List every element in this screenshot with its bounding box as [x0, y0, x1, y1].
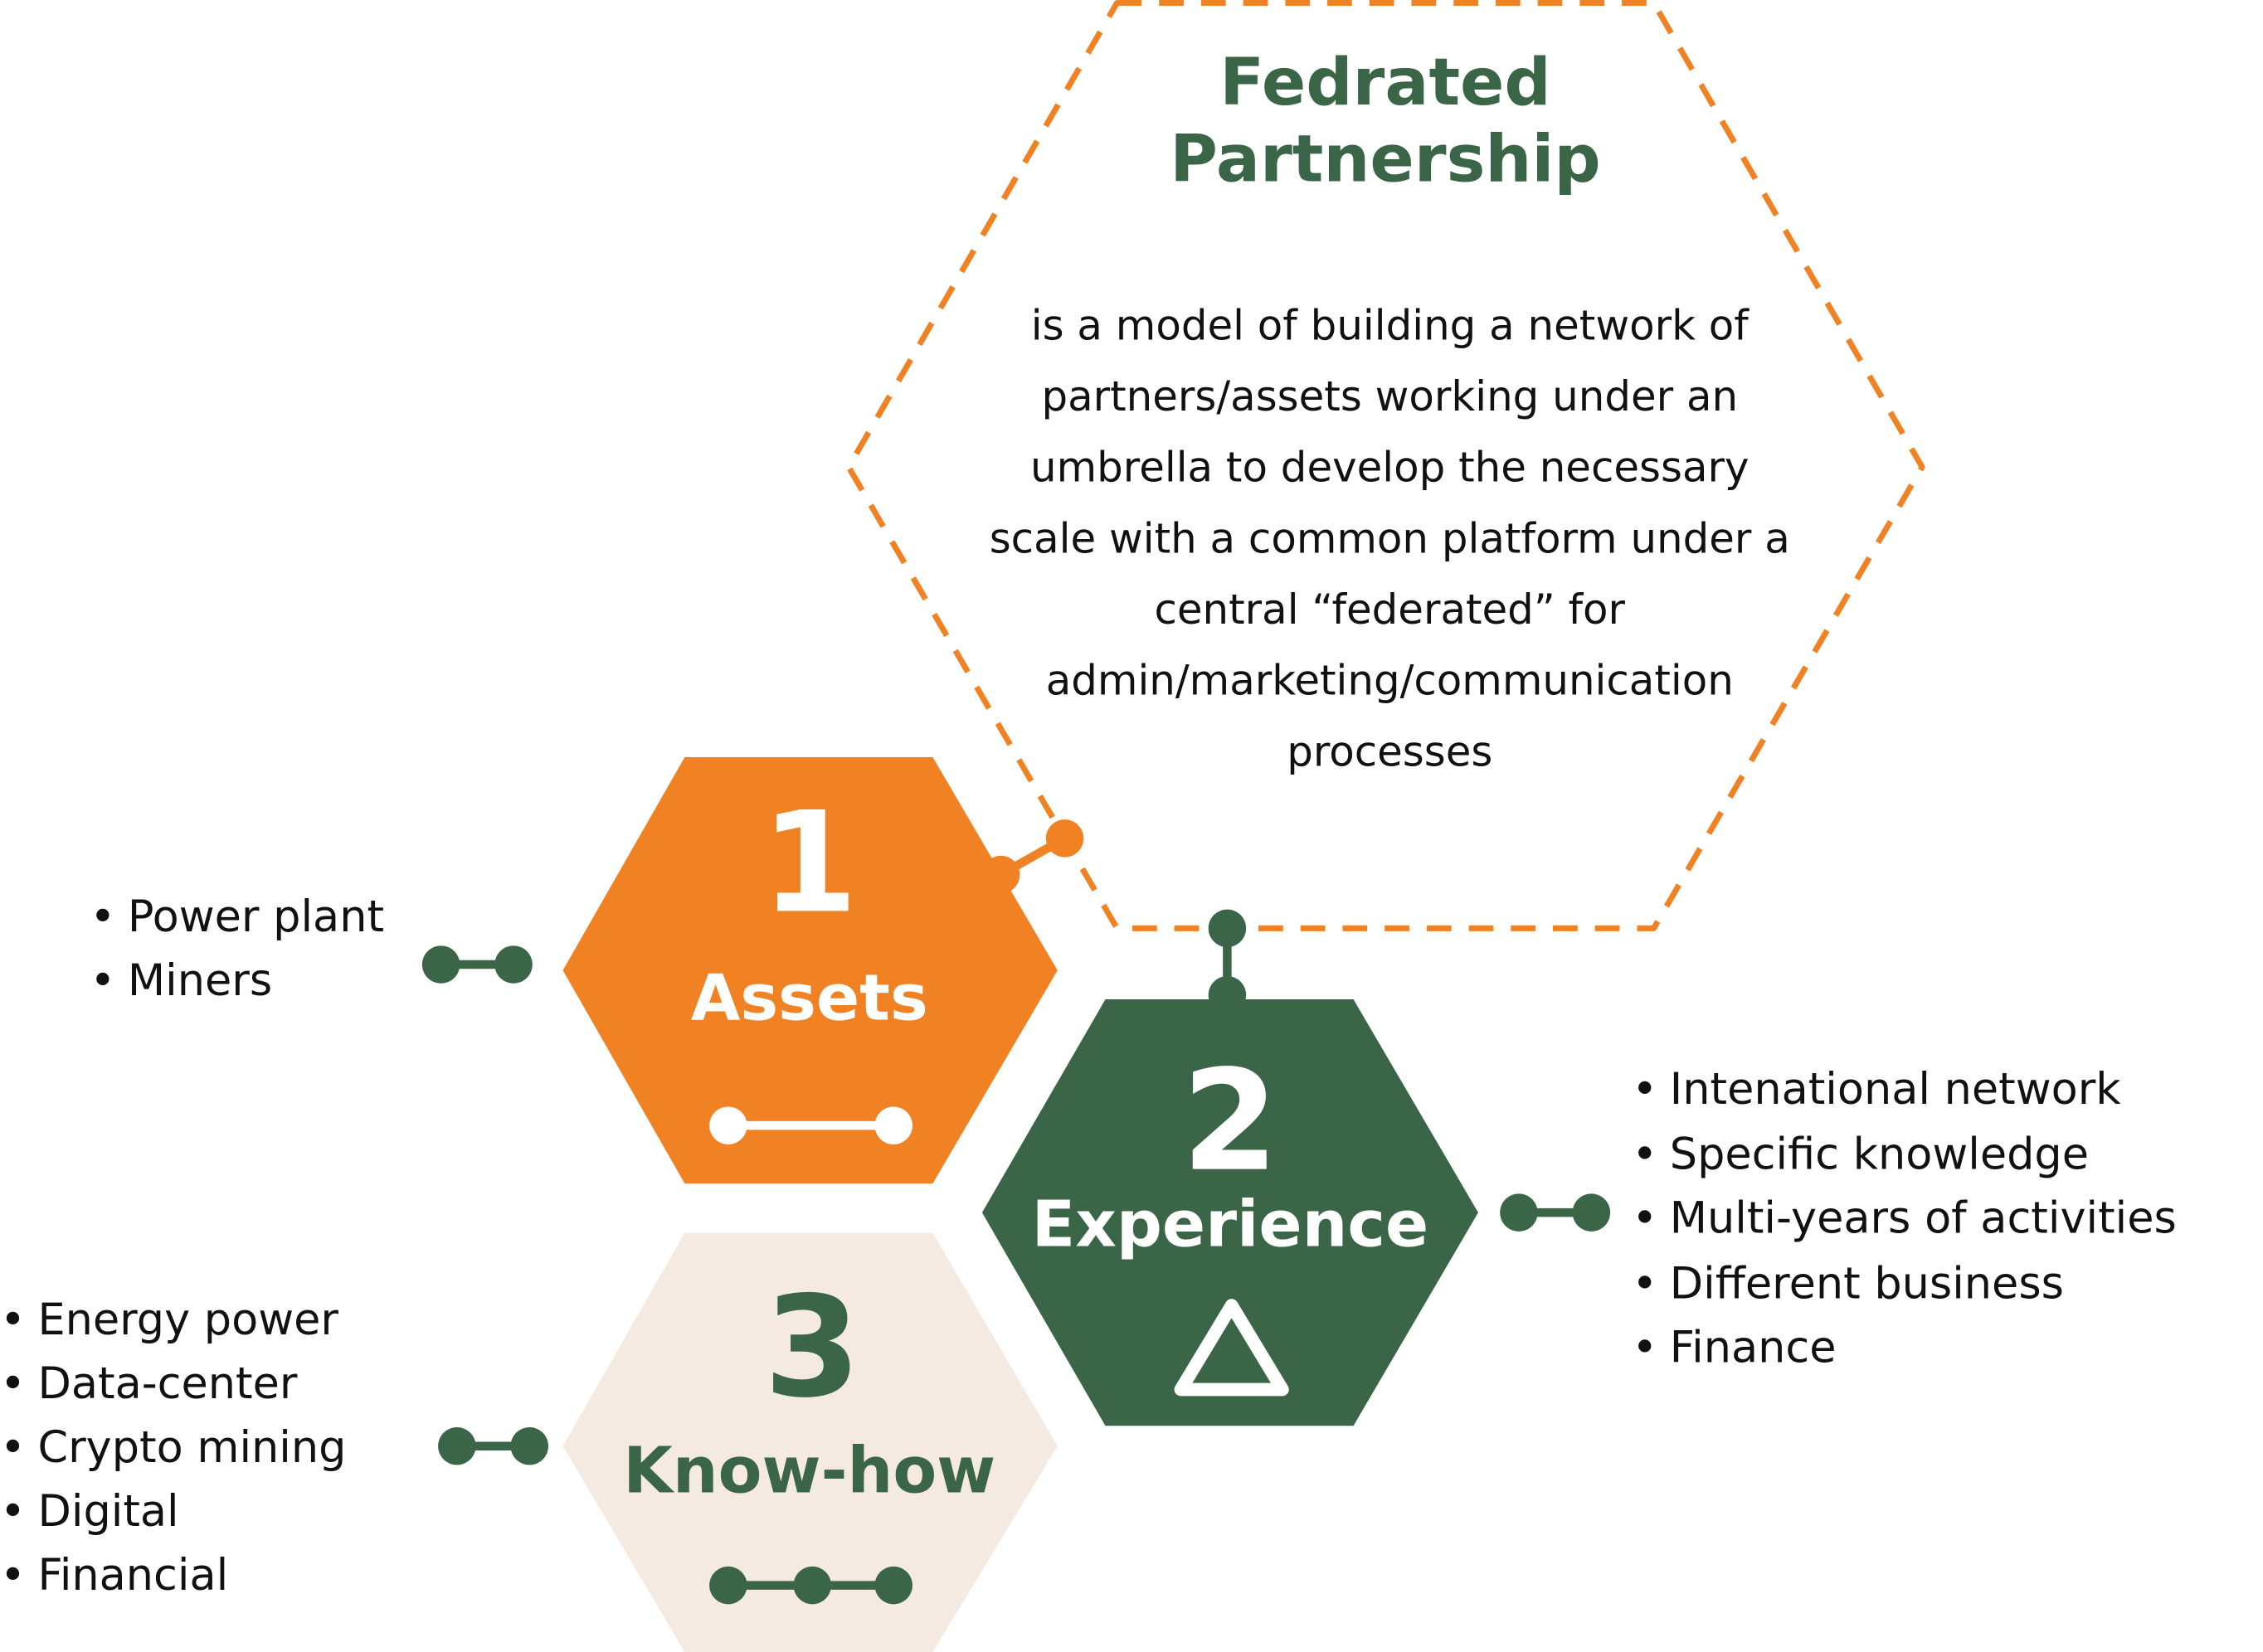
assets-list: Power plant Miners	[90, 887, 384, 1014]
assets-number: 1	[761, 781, 859, 945]
experience-list-connector	[1500, 1193, 1611, 1232]
experience-list: Intenational network Specific knowledge …	[1632, 1059, 2177, 1382]
experience-federated-connector	[1208, 909, 1247, 1014]
list-item: Data-center	[0, 1353, 346, 1417]
list-item: Power plant	[90, 887, 384, 950]
know-how-list: Energy power Data-center Crypto mining D…	[0, 1290, 346, 1609]
list-item: Crypto mining	[0, 1417, 346, 1481]
triangle-icon	[1174, 1299, 1289, 1397]
line-two-dots-icon	[709, 1106, 912, 1144]
assets-label: Assets	[690, 961, 928, 1036]
line-three-dots-icon	[709, 1566, 912, 1605]
experience-hexagon	[981, 999, 1478, 1426]
list-item: Energy power	[0, 1290, 346, 1353]
know-how-list-connector	[438, 1426, 549, 1465]
title-line-1: Fedrated	[1219, 43, 1551, 121]
list-item: Finance	[1632, 1317, 2177, 1382]
list-item: Multi-years of activities	[1632, 1188, 2177, 1252]
experience-number: 2	[1181, 1039, 1279, 1203]
list-item: Different business	[1632, 1252, 2177, 1317]
list-item: Financial	[0, 1545, 346, 1609]
federated-description: is a model of building a network of part…	[989, 301, 1790, 776]
list-item: Intenational network	[1632, 1059, 2177, 1124]
list-item: Specific knowledge	[1632, 1124, 2177, 1188]
assets-list-connector	[421, 945, 533, 984]
know-how-hexagon	[562, 1232, 1058, 1652]
know-how-label: Know-how	[623, 1434, 996, 1509]
federated-hexagon-outline	[845, 0, 1925, 931]
page-title: Fedrated Partnership	[1095, 43, 1675, 197]
know-how-number: 3	[763, 1266, 861, 1429]
experience-label: Experience	[1031, 1188, 1429, 1262]
list-item: Digital	[0, 1481, 346, 1545]
title-line-2: Partnership	[1170, 120, 1601, 197]
assets-hexagon	[562, 756, 1058, 1184]
list-item: Miners	[90, 950, 384, 1014]
